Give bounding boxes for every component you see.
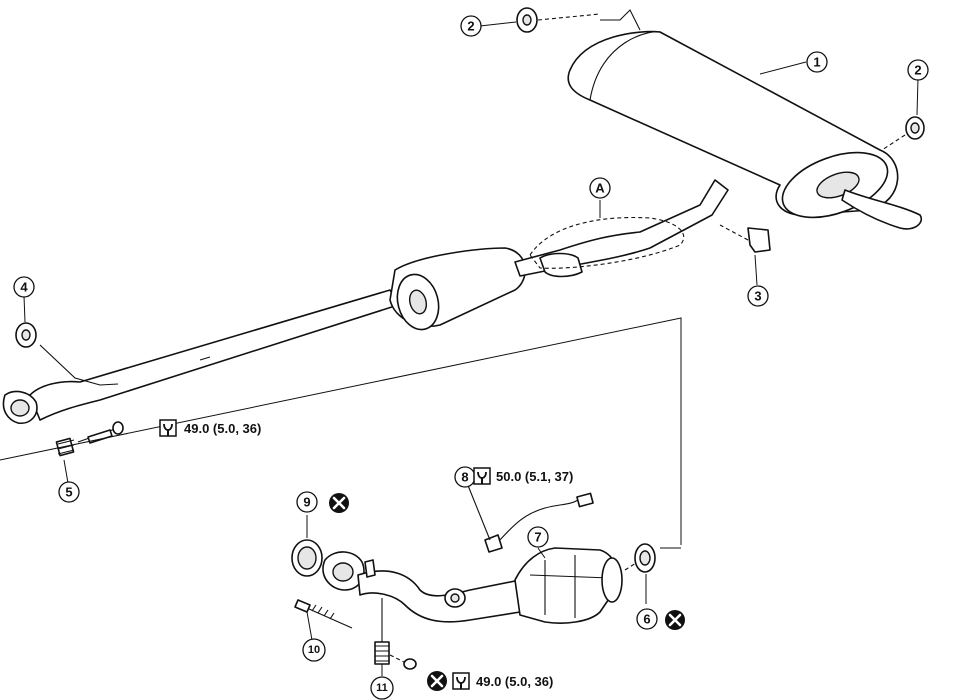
x-circle-icon [665, 610, 685, 630]
svg-text:A: A [595, 181, 605, 196]
svg-text:5: 5 [65, 485, 72, 500]
callout-11: 11 [370, 676, 394, 700]
callout-7: 7 [527, 526, 549, 548]
callout-4: 4 [13, 276, 35, 298]
callout-5: 5 [58, 481, 80, 503]
detail-frame [0, 317, 682, 549]
mounting-rubber-upper [516, 7, 601, 33]
mounting-bracket [719, 224, 771, 253]
svg-text:49.0 (5.0, 36): 49.0 (5.0, 36) [476, 674, 553, 689]
svg-text:11: 11 [376, 682, 388, 694]
torque-wrench-icon [159, 419, 177, 437]
svg-text:10: 10 [308, 644, 320, 656]
svg-text:8: 8 [461, 470, 468, 485]
svg-text:4: 4 [20, 280, 28, 295]
svg-text:1: 1 [813, 55, 820, 70]
leader-lines [23, 21, 919, 676]
mounting-rubber-right [881, 116, 925, 151]
stud-bolt [294, 599, 353, 629]
callout-10: 10 [302, 638, 326, 662]
svg-text:3: 3 [754, 289, 761, 304]
callout-3: 3 [747, 285, 769, 307]
svg-text:9: 9 [303, 495, 310, 510]
torque-spec-lower: 49.0 (5.0, 36) [452, 672, 553, 690]
callout-9: 9 [296, 491, 318, 513]
svg-text:2: 2 [467, 19, 474, 34]
main-muffler [567, 9, 922, 230]
inlet-gasket [291, 539, 323, 577]
callout-1: 1 [806, 51, 828, 73]
callout-2-upper: 2 [460, 15, 482, 37]
svg-text:2: 2 [914, 63, 921, 78]
lower-flange-spring [374, 598, 417, 670]
front-tube-assembly [322, 547, 623, 624]
torque-spec-upper: 49.0 (5.0, 36) [159, 419, 261, 437]
torque-spec-oxygen-sensor: 50.0 (5.1, 37) [473, 467, 573, 485]
svg-text:50.0 (5.1, 37): 50.0 (5.1, 37) [496, 469, 573, 484]
callout-6: 6 [636, 608, 658, 630]
x-circle-icon [427, 671, 447, 691]
callout-a: A [589, 177, 611, 199]
svg-text:49.0 (5.0, 36): 49.0 (5.0, 36) [184, 421, 261, 436]
heated-oxygen-sensor [464, 477, 594, 553]
callout-2-right: 2 [907, 59, 929, 81]
outlet-seal [624, 543, 656, 573]
svg-text:7: 7 [534, 530, 541, 545]
svg-text:6: 6 [643, 612, 650, 627]
mounting-rubber-front [15, 322, 37, 348]
callout-8: 8 [454, 466, 476, 488]
torque-wrench-icon [452, 672, 470, 690]
center-pipe [2, 179, 729, 425]
flange-spring [55, 421, 124, 457]
x-circle-icon [329, 493, 349, 513]
torque-wrench-icon [473, 467, 491, 485]
